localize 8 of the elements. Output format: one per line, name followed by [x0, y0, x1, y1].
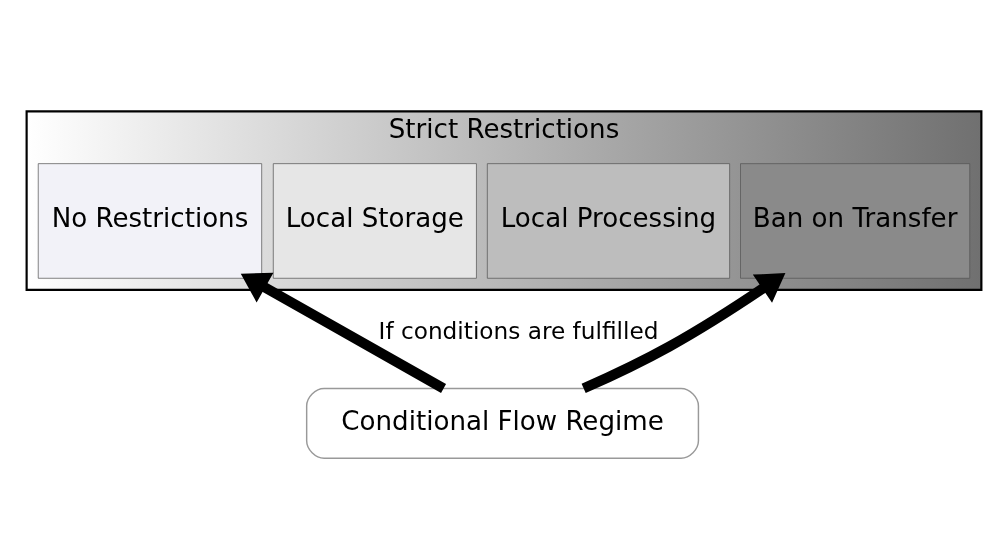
node-box: Conditional Flow Regime [305, 387, 700, 459]
arrow [581, 272, 786, 393]
node-box: Local Processing [486, 162, 730, 279]
node-box: Local Storage [272, 162, 477, 279]
node-box: No Restrictions [37, 162, 263, 279]
arrow [240, 272, 447, 393]
edge-label: If conditions are fulfilled [378, 316, 659, 344]
node-box: Ban on Transfer [740, 162, 971, 279]
